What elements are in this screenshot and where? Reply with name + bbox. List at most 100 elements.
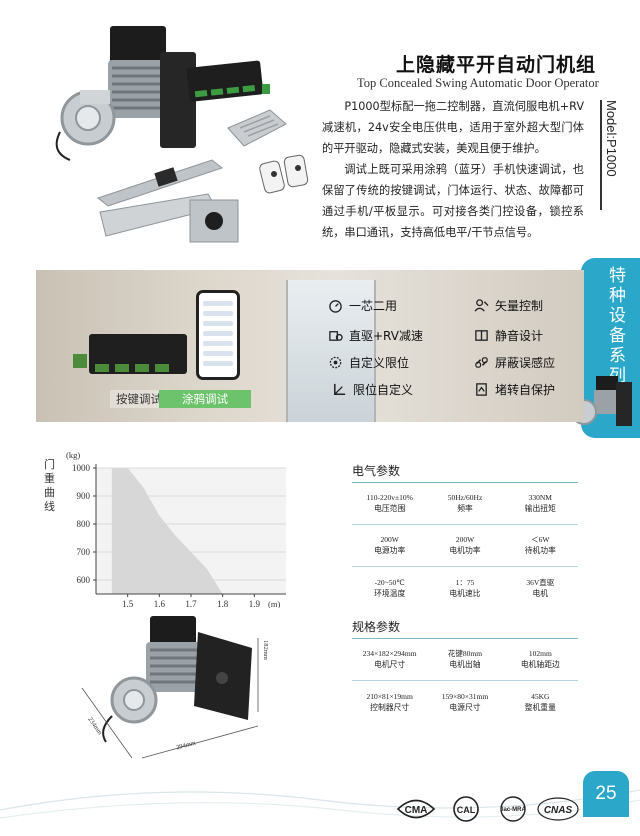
description-paragraph-1: P1000型标配一拖二控制器，直流伺服电机+RV减速机，24v安全电压供电，适用… — [322, 100, 584, 155]
tuya-debug-tag: 涂鸦调试 — [159, 390, 251, 408]
key-debug-tag: 按键调试 — [110, 390, 168, 408]
electrical-cell: 200W 电源功率 — [352, 525, 427, 566]
footer-wave-decoration — [0, 789, 640, 819]
stall-protect-icon — [476, 383, 487, 396]
feature-label: 静音设计 — [495, 329, 544, 343]
electrical-value: 200W — [455, 535, 475, 544]
product-title-en: Top Concealed Swing Automatic Door Opera… — [357, 76, 599, 90]
chart-x-tick-label: 1.5 — [122, 599, 134, 608]
electrical-row: 200W 电源功率 200W 电机功率 ＜6W 待机功率 — [352, 525, 578, 567]
electrical-cell: 110-220v±10% 电压范围 — [352, 483, 427, 524]
feature-item-8: 堵转自保护 — [474, 381, 555, 398]
feature-item-5: 矢量控制 — [474, 297, 543, 314]
electrical-value: 200W — [380, 535, 399, 544]
electrical-label: 频率 — [457, 504, 473, 513]
feature-label: 直驱+RV减速 — [349, 329, 423, 343]
series-side-tab-label: 特种设备系列 — [605, 266, 625, 386]
description-block: P1000型标配一拖二控制器，直流伺服电机+RV减速机，24v安全电压供电，适用… — [322, 96, 584, 243]
spec-label: 控制器尺寸 — [370, 702, 410, 712]
logo-cnas: CNAS — [536, 796, 580, 822]
electrical-cell: ＜6W 待机功率 — [503, 525, 578, 566]
electrical-value: 110-220v±10% — [366, 493, 413, 502]
logo-ilac-mra: ilac-MRA — [494, 796, 532, 822]
controller-board-photo — [73, 334, 187, 374]
chart-y-tick-label: 900 — [77, 491, 91, 501]
cal-logo-icon: CAL — [453, 796, 479, 822]
electrical-section-title: 电气参数 — [352, 464, 401, 478]
chart-x-tick-label: 1.8 — [217, 599, 229, 608]
speed-dial-icon — [329, 300, 342, 313]
spec-label: 电源尺寸 — [449, 702, 481, 712]
electrical-label: 电源功率 — [374, 546, 406, 555]
remote-controls-image — [259, 154, 309, 194]
shield-link-icon — [475, 357, 488, 368]
spec-label: 整机重量 — [524, 702, 556, 712]
chart-x-tick-label: 1.7 — [185, 599, 197, 608]
spec-value: 210×81×19mm — [366, 691, 413, 701]
gear-drive-icon — [329, 331, 343, 341]
logo-cal: CAL — [446, 796, 486, 822]
model-label-vertical: Model:P1000 — [600, 100, 619, 210]
feature-item-1: 一芯二用 — [328, 297, 397, 314]
motor-assembly-image — [55, 26, 196, 161]
feature-item-6: 静音设计 — [474, 327, 543, 344]
electrical-value: ＜6W — [531, 535, 550, 544]
feature-label: 一芯二用 — [349, 299, 398, 313]
feature-item-7: 屏蔽误感应 — [474, 354, 555, 371]
logo-cma: CMA — [396, 796, 436, 822]
spec-value: 159×80×31mm — [441, 691, 489, 701]
chart-x-unit: (m) — [268, 599, 280, 608]
electrical-label: 电机功率 — [449, 546, 481, 555]
vector-control-icon — [474, 299, 489, 312]
electrical-value: 1：75 — [455, 577, 475, 587]
controller-board-image — [186, 60, 270, 102]
feature-label: 自定义限位 — [349, 356, 410, 370]
ilac-mra-logo-icon: ilac-MRA — [500, 796, 527, 822]
cma-logo-icon: CMA — [396, 799, 436, 819]
chart-ylabel: 门重曲线 — [44, 458, 55, 513]
spec-label: 电机出轴 — [449, 660, 481, 669]
feature-label: 矢量控制 — [495, 299, 544, 313]
chart-x-tick-label: 1.9 — [249, 599, 261, 608]
feature-item-2: 直驱+RV减速 — [328, 327, 423, 344]
spec-value: 花键80mm — [447, 649, 483, 658]
spec-cell: 花键80mm 电机出轴 — [427, 639, 502, 680]
chart-y-unit: (kg) — [66, 450, 80, 460]
smartphone-app-photo — [196, 290, 240, 380]
feature-label: 限位自定义 — [353, 383, 414, 397]
feature-banner: 按键调试 涂鸦调试 一芯二用 直驱+RV减速 自定义限位 限位自定义 矢量控制 … — [36, 270, 584, 422]
spec-cell: 234×182×294mm 电机尺寸 — [352, 639, 427, 680]
spec-label: 电机尺寸 — [374, 660, 406, 669]
chart-y-tick-label: 1000 — [72, 463, 91, 473]
logo-cnas-text: CNAS — [544, 805, 573, 816]
logo-ilac-text: ilac-MRA — [500, 807, 526, 813]
description-paragraph-2: 调试上既可采用涂鸦（蓝牙）手机快速调试，也保留了传统的按键调试，门体运行、状态、… — [322, 163, 584, 239]
spec-value: 234×182×294mm — [362, 649, 417, 658]
feature-item-4: 限位自定义 — [332, 381, 413, 398]
chart-y-tick-label: 600 — [77, 575, 91, 585]
electrical-value: 36V直驱 — [526, 577, 555, 587]
electrical-label: 电机 — [532, 588, 549, 598]
model-text: Model:P1000 — [604, 100, 619, 177]
dimension-height-label: 182mm — [262, 640, 269, 660]
logo-cma-text: CMA — [405, 805, 428, 816]
electrical-label: 电压范围 — [374, 504, 406, 513]
feature-item-3: 自定义限位 — [328, 354, 409, 371]
electrical-section-rule — [352, 482, 578, 483]
mounting-rail-image — [96, 159, 224, 207]
electrical-cell: 200W 电机功率 — [427, 525, 502, 566]
chart-area-series — [111, 468, 223, 594]
electrical-label: 待机功率 — [524, 546, 556, 555]
